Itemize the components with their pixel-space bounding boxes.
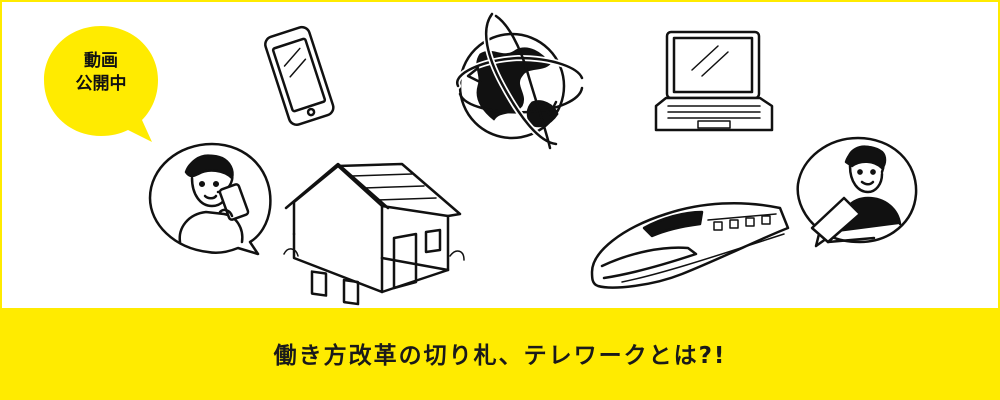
badge-line-1: 動画 <box>84 51 118 71</box>
now-streaming-badge[interactable]: 動画 公開中 <box>42 24 160 144</box>
smartphone-icon <box>264 25 335 126</box>
globe-icon <box>454 11 585 150</box>
house-icon <box>283 162 465 306</box>
man-laptop-bubble-icon <box>796 136 918 248</box>
banner-caption: 働き方改革の切り札、テレワークとは?! <box>273 343 727 369</box>
woman-phone-bubble-icon <box>148 142 272 256</box>
caption-bar: 働き方改革の切り札、テレワークとは?! <box>2 308 998 398</box>
illustration-area <box>148 11 918 306</box>
speech-bubble-shape <box>44 26 158 142</box>
bullet-train-icon <box>590 201 790 289</box>
laptop-icon <box>654 30 774 132</box>
badge-line-2: 公開中 <box>75 74 127 94</box>
